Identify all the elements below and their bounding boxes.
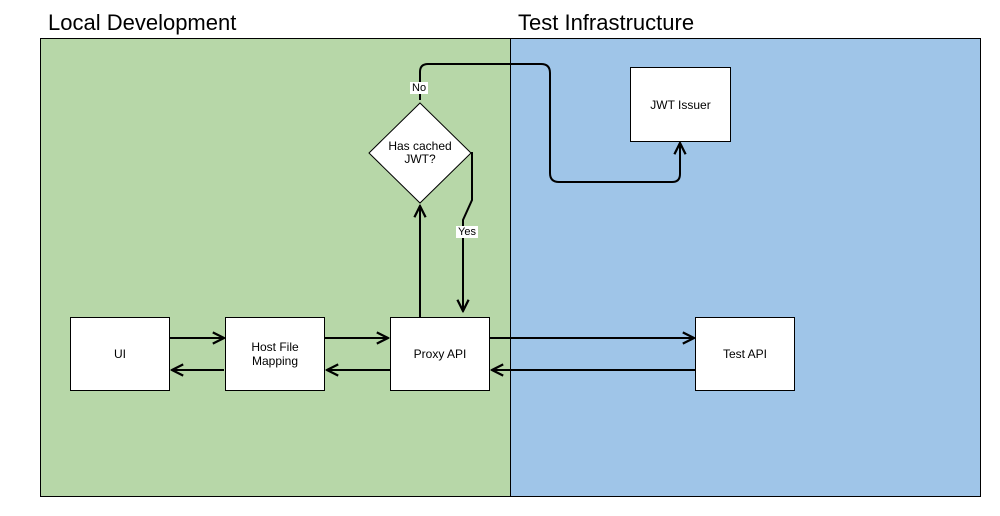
test-api-node: Test API [695, 317, 795, 391]
proxy-api-node: Proxy API [390, 317, 490, 391]
region-title-local: Local Development [48, 10, 237, 35]
decision-diamond [368, 102, 472, 204]
ui-node: UI [70, 317, 170, 391]
edge-label-yes: Yes [456, 226, 478, 238]
edge-decision-yes [463, 152, 473, 311]
jwt-issuer-node: JWT Issuer [630, 67, 731, 142]
edge-decision-no [419, 63, 680, 183]
region-title-test: Test Infrastructure [518, 10, 695, 35]
decision-label: Has cached JWT? [388, 139, 452, 166]
host-file-mapping-node: Host File Mapping [225, 317, 325, 391]
test-infrastructure-zone [510, 38, 981, 497]
edge-label-no: No [410, 82, 429, 94]
local-development-zone [40, 38, 511, 497]
